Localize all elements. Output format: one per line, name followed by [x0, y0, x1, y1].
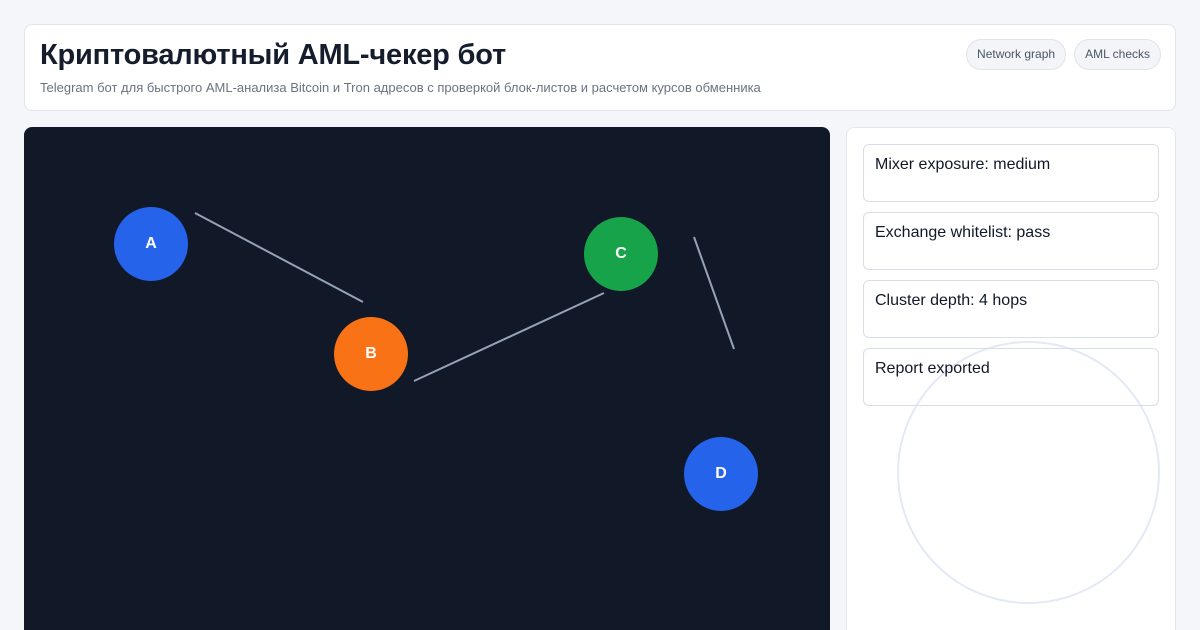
aml-checks-panel: Mixer exposure: medium Exchange whitelis…: [846, 127, 1176, 630]
tag-aml-checks[interactable]: AML checks: [1074, 39, 1161, 70]
decorative-circle: [897, 341, 1160, 604]
check-item-text: Cluster depth: 4 hops: [875, 292, 1028, 309]
graph-node-c[interactable]: C: [584, 217, 658, 291]
graph-node-label: B: [365, 345, 377, 362]
check-item-text: Mixer exposure: medium: [875, 156, 1051, 173]
graph-edges: [194, 212, 735, 382]
edge-c-d: [693, 236, 735, 350]
graph-node-b[interactable]: B: [334, 317, 408, 391]
graph-node-label: C: [615, 245, 627, 262]
network-graph-canvas[interactable]: A B C D: [24, 127, 830, 630]
check-item-cluster-depth[interactable]: Cluster depth: 4 hops: [863, 280, 1159, 338]
edge-b-c: [413, 292, 605, 382]
check-item-mixer-exposure[interactable]: Mixer exposure: medium: [863, 144, 1159, 202]
check-item-exchange-whitelist[interactable]: Exchange whitelist: pass: [863, 212, 1159, 270]
edge-a-b: [194, 212, 364, 303]
check-list: Mixer exposure: medium Exchange whitelis…: [863, 144, 1159, 416]
check-item-text: Report exported: [875, 360, 990, 377]
page-subtitle: Telegram бот для быстрого AML-анализа Bi…: [40, 80, 761, 95]
check-item-text: Exchange whitelist: pass: [875, 224, 1051, 241]
page-title: Криптовалютный AML-чекер бот: [40, 39, 507, 71]
tag-list: Network graph AML checks: [966, 39, 1161, 70]
graph-node-label: D: [715, 465, 727, 482]
graph-node-d[interactable]: D: [684, 437, 758, 511]
tag-network-graph[interactable]: Network graph: [966, 39, 1067, 70]
graph-node-label: A: [145, 235, 157, 252]
page-header: Криптовалютный AML-чекер бот Telegram бо…: [24, 24, 1176, 111]
graph-node-a[interactable]: A: [114, 207, 188, 281]
check-item-report-exported[interactable]: Report exported: [863, 348, 1159, 406]
